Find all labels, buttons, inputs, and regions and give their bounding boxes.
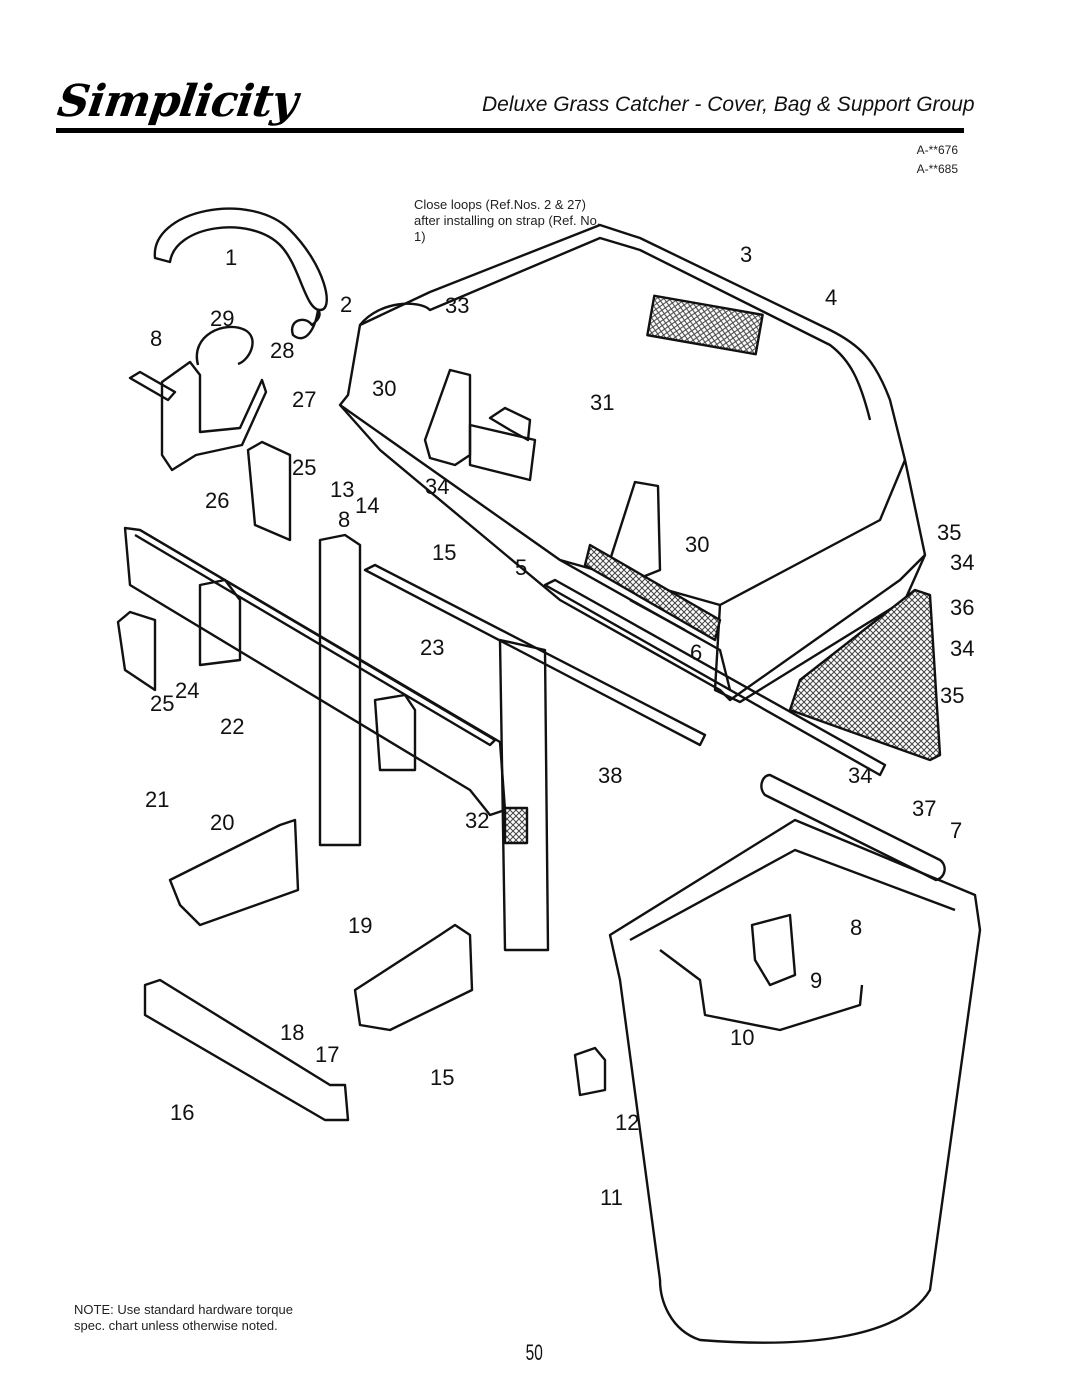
lower-bracket-20 xyxy=(168,818,300,927)
callout-29: 29 xyxy=(210,306,234,331)
upright-right xyxy=(498,638,550,952)
bag-clamp xyxy=(750,913,797,987)
callout-17: 17 xyxy=(315,1042,339,1067)
page-title: Deluxe Grass Catcher - Cover, Bag & Supp… xyxy=(482,93,975,116)
mount-plate xyxy=(246,440,292,542)
callout-28: 28 xyxy=(270,338,294,363)
callout-27: 27 xyxy=(292,387,316,412)
callout-2: 2 xyxy=(340,292,352,317)
hinge-bracket-left xyxy=(423,368,472,467)
loop-part xyxy=(195,325,254,366)
callout-9: 9 xyxy=(810,968,822,993)
upright-left xyxy=(318,533,362,847)
callout-23: 23 xyxy=(420,635,444,660)
callout-14: 14 xyxy=(355,493,379,518)
callout-25a: 25 xyxy=(292,455,316,480)
callout-30a: 30 xyxy=(372,376,396,401)
callout-19: 19 xyxy=(348,913,372,938)
rod-part xyxy=(629,598,686,632)
callout-10: 10 xyxy=(730,1025,754,1050)
clip-part xyxy=(290,308,321,340)
cover-body xyxy=(338,223,927,702)
bolt-upper xyxy=(128,370,177,402)
upright-label xyxy=(503,806,529,845)
latch-part xyxy=(488,406,532,442)
latch-plate xyxy=(468,423,537,482)
callout-32: 32 xyxy=(465,808,489,833)
callout-34d: 34 xyxy=(848,763,872,788)
cover-bracket-left xyxy=(160,360,268,472)
loop-note: Close loops (Ref.Nos. 2 & 27) after inst… xyxy=(414,197,601,244)
callout-6: 6 xyxy=(690,640,702,665)
callout-38: 38 xyxy=(598,763,622,788)
main-frame xyxy=(123,526,507,817)
callout-21: 21 xyxy=(145,787,169,812)
frame-bracket-right xyxy=(373,693,417,772)
callout-8b: 8 xyxy=(338,507,350,532)
screen-part xyxy=(788,588,942,762)
strap-part xyxy=(153,207,328,312)
callout-16: 16 xyxy=(170,1100,194,1125)
main-frame-top xyxy=(134,528,497,747)
bag-frame xyxy=(659,949,864,1032)
callout-35a: 35 xyxy=(937,520,961,545)
callout-8c: 8 xyxy=(850,915,862,940)
callout-1: 1 xyxy=(225,245,237,270)
callout-25b: 25 xyxy=(150,691,174,716)
callout-33: 33 xyxy=(445,293,469,318)
support-bar xyxy=(543,578,887,777)
cover-top-edge xyxy=(359,236,872,421)
model-code-1: A-**676 xyxy=(916,143,958,157)
callout-8a: 8 xyxy=(150,326,162,351)
bag-inner-rim xyxy=(629,848,956,942)
callout-4: 4 xyxy=(825,285,837,310)
callout-37: 37 xyxy=(912,796,936,821)
side-bracket xyxy=(116,610,157,692)
callout-labels: 1 2 3 4 5 6 7 8 8 8 9 10 11 12 13 14 15 … xyxy=(145,242,974,1210)
callout-3: 3 xyxy=(740,242,752,267)
callout-34a: 34 xyxy=(425,474,449,499)
callout-15b: 15 xyxy=(430,1065,454,1090)
callout-20: 20 xyxy=(210,810,234,835)
callout-24: 24 xyxy=(175,678,199,703)
callout-26: 26 xyxy=(205,488,229,513)
cover-vent xyxy=(646,294,764,356)
frame-bracket-left xyxy=(198,578,242,667)
callout-15a: 15 xyxy=(432,540,456,565)
callout-34c: 34 xyxy=(950,636,974,661)
bottom-bar xyxy=(143,978,350,1122)
callout-7: 7 xyxy=(950,818,962,843)
callout-36: 36 xyxy=(950,595,974,620)
callout-22: 22 xyxy=(220,714,244,739)
callout-31: 31 xyxy=(590,390,614,415)
handle-tube xyxy=(760,773,946,882)
cover-front-face xyxy=(559,459,907,607)
callout-18: 18 xyxy=(280,1020,304,1045)
callout-12: 12 xyxy=(615,1110,639,1135)
callout-5: 5 xyxy=(515,555,527,580)
model-code-2: A-**685 xyxy=(916,162,958,176)
callout-34b: 34 xyxy=(950,550,974,575)
front-screen-strip xyxy=(583,543,722,642)
callout-11: 11 xyxy=(600,1185,623,1210)
callout-13: 13 xyxy=(330,477,354,502)
header-rule xyxy=(56,128,964,133)
hardware-note: NOTE: Use standard hardware torque spec.… xyxy=(74,1302,293,1333)
lower-bracket-19 xyxy=(353,923,474,1032)
callout-35b: 35 xyxy=(940,683,964,708)
bag-hinge xyxy=(573,1046,607,1097)
cross-bar xyxy=(363,563,707,747)
page-number: 50 xyxy=(525,1340,543,1365)
callout-30b: 30 xyxy=(685,532,709,557)
grass-bag xyxy=(608,818,982,1344)
cover-rim xyxy=(713,554,927,704)
